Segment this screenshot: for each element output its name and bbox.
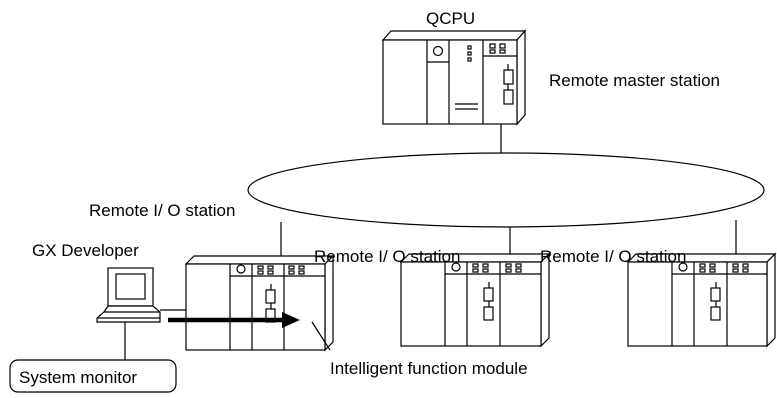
intelligent-module-leader (311, 321, 331, 351)
system-monitor-box (9, 359, 177, 393)
remote-io-station-1-plc (184, 254, 335, 352)
remote-io-station-1-label: Remote I/ O station (89, 201, 235, 220)
gx-developer-label: GX Developer (32, 241, 139, 260)
remote-io-station-2-label: Remote I/ O station (314, 247, 460, 266)
access-arrow (168, 312, 300, 328)
system-monitor-label: System monitor (19, 368, 137, 387)
remote-master-station-label: Remote master station (549, 71, 720, 90)
qcpu-label: QCPU (426, 9, 475, 28)
remote-io-station-2-plc (399, 252, 551, 348)
remote-master-station-plc (381, 29, 527, 126)
network-ring (247, 152, 765, 228)
intelligent-function-module-label: Intelligent function module (330, 359, 528, 378)
remote-io-station-3-label: Remote I/ O station (540, 247, 686, 266)
remote-io-station-3-plc (626, 252, 777, 348)
laptop-icon (96, 267, 161, 323)
